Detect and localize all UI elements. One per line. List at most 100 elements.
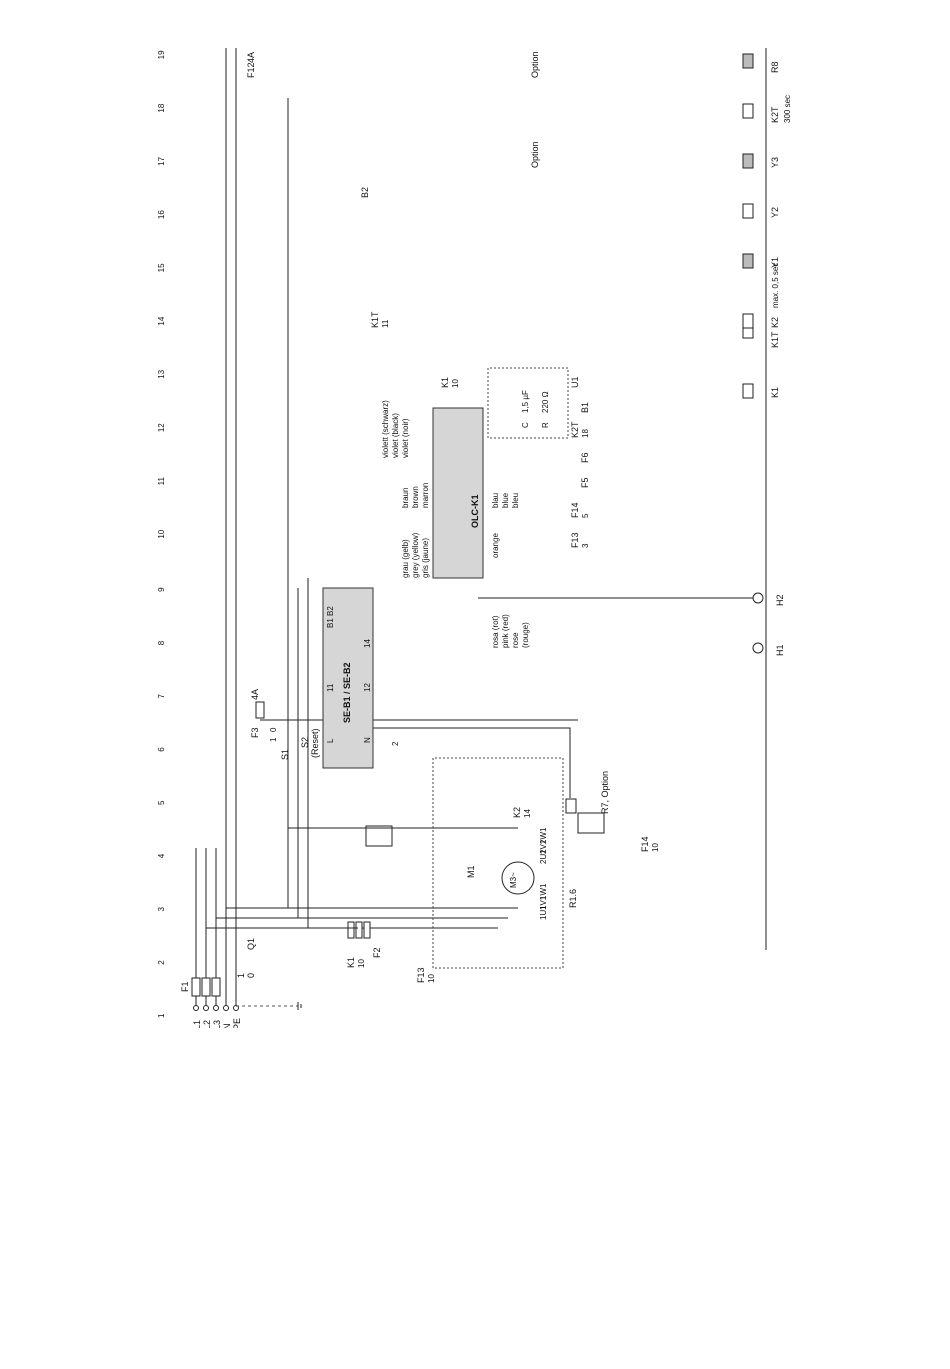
switch-q1-on: 1 — [236, 973, 246, 978]
olc-grey-2: gris (jaune) — [421, 538, 430, 578]
schematic-svg: 12345678910111213141516171819 L1 L2 L3 N… — [157, 48, 792, 1030]
sensor-b2-label: B2 — [360, 187, 370, 198]
rotated-schematic: 12345678910111213141516171819 L1 L2 L3 N… — [157, 48, 798, 1030]
olc-pink-3: (rouge) — [521, 622, 530, 648]
contactor-k1-power-sub: 10 — [357, 959, 366, 968]
heater-r8-label: R8 — [770, 61, 780, 73]
column-number: 17 — [158, 156, 166, 165]
motor-2w1: 2W1 — [539, 827, 548, 844]
contact-k1t-sub: 11 — [381, 319, 390, 328]
fuse-f1-label: F1 — [180, 981, 190, 992]
olc-grey-0: grau (gelb) — [401, 539, 410, 578]
column-number: 13 — [158, 369, 166, 378]
timer-k2t-coil-label: K2T — [770, 106, 780, 123]
olc-orange: orange — [491, 533, 500, 558]
notes — [780, 640, 820, 1000]
column-number: 11 — [158, 477, 166, 486]
fuse-f2-label: F2 — [372, 947, 382, 958]
column-numbers: 12345678910111213141516171819 — [157, 50, 166, 1018]
motor-m1: M3~ M1 1U1 1V1 1W1 2U1 2V1 2W1 R1.6 R7, … — [362, 668, 610, 969]
fuse-f12-rating: 4A — [246, 52, 256, 63]
olc-pink-2: rose — [511, 632, 520, 648]
switch-q1-off: 0 — [246, 973, 256, 978]
se-terminal-n: N — [363, 737, 372, 743]
olc-box-title: OLC-K1 — [470, 495, 480, 529]
se-box: SE-B1 / SE-B2 L N 11 12 14 B1 B2 S2 (Res… — [300, 587, 374, 769]
timer-300sec: 300 sec — [783, 95, 792, 123]
lamp-h1-label: H1 — [775, 644, 785, 656]
f14-ctrl-sub: 5 — [581, 513, 590, 518]
column-number: 10 — [158, 529, 166, 538]
timer-k2t-label: K2T — [570, 421, 580, 438]
right-circuits: K1 10 K1T 11 K2 Y1 Y2 Y3 B2 Option K2T 3… — [246, 51, 792, 388]
f13-ctrl-label: F13 — [570, 532, 580, 548]
contact-k1-col12-sub: 10 — [451, 379, 460, 388]
switch-q1-label: Q1 — [246, 938, 256, 950]
coil-k1-label: K1 — [770, 387, 780, 398]
switch-s1-off: 0 — [269, 727, 278, 732]
switch-s1-label: S1 — [280, 749, 290, 760]
olc-violet-1: violet (black) — [391, 413, 400, 458]
switch-s2-reset: (Reset) — [310, 728, 320, 758]
olc-rc1: 1,5 µF — [521, 390, 530, 413]
f14-ctrl-label: F14 — [570, 502, 580, 518]
column-number: 18 — [158, 103, 166, 112]
contact-k1t-label: K1T — [370, 311, 380, 328]
olc-pink-1: pink (red) — [501, 614, 510, 648]
olc-brown-0: braun — [401, 488, 410, 508]
motor-2v1: 2V1 — [539, 839, 548, 854]
power-section: F2 K1 10 F13 10 K2 14 F14 10 — [206, 578, 660, 983]
olc-pink-0: rosa (rot) — [491, 615, 500, 648]
column-number: 7 — [158, 693, 166, 698]
column-number: 5 — [158, 800, 166, 805]
olc-blue-2: bleu — [511, 493, 520, 508]
supply-label-l2: L2 — [202, 1020, 212, 1028]
column-number: 4 — [158, 853, 166, 858]
motor-m3-label: M3~ — [509, 872, 518, 888]
fuse-f14-power-label: F14 — [640, 836, 650, 852]
timer-k2t-sub: 18 — [581, 429, 590, 438]
timer-max-half-sec: max. 0,5 sec — [771, 263, 780, 308]
fuse-f14-power-sub: 10 — [651, 843, 660, 852]
column-number: 3 — [158, 906, 166, 911]
column-number: 8 — [158, 640, 166, 645]
fuse-f12-label: F12 — [246, 62, 256, 78]
se-terminal-12: 12 — [363, 683, 372, 692]
switch-s2-label: S2 — [300, 737, 310, 748]
option-label-17: Option — [530, 141, 540, 168]
column-number: 15 — [158, 263, 166, 272]
olc-violet-0: violett (schwarz) — [381, 400, 390, 458]
contact-k1-col12-label: K1 — [440, 377, 450, 388]
valve-y1-label: Y1 — [770, 257, 780, 268]
lamp-h2-label: H2 — [775, 594, 785, 606]
column-number: 9 — [158, 587, 166, 592]
valve-y2-label: Y2 — [770, 207, 780, 218]
motor-1v1: 1V1 — [539, 895, 548, 910]
option-label-19: Option — [530, 51, 540, 78]
se-terminal-14: 14 — [363, 639, 372, 648]
olc-u1-label: U1 — [570, 376, 580, 388]
fuse-f13-power-sub: 10 — [427, 974, 436, 983]
olc-c-label: C — [521, 422, 530, 428]
se-terminal-l: L — [326, 738, 335, 743]
column-number: 12 — [158, 423, 166, 432]
supply-label-l3: L3 — [212, 1020, 222, 1028]
contactor-k2-power-sub: 14 — [523, 809, 532, 818]
motor-m1-label: M1 — [466, 865, 476, 878]
column-number: 2 — [158, 960, 166, 965]
olc-box: OLC-K1 grau (gelb) grey (yellow) gris (j… — [381, 367, 580, 648]
olc-rc2: 220 Ω — [541, 391, 550, 413]
switch-s1-on: 1 — [269, 737, 278, 742]
motor-r16-label: R1.6 — [568, 889, 578, 908]
column-number: 14 — [158, 316, 166, 325]
valve-y3-label: Y3 — [770, 157, 780, 168]
supply-label-l1: L1 — [192, 1020, 202, 1028]
se-terminal-11: 11 — [326, 683, 335, 692]
contactor-k2-power-label: K2 — [512, 807, 522, 818]
column-number: 6 — [158, 747, 166, 752]
coil-k2-label: K2 — [770, 317, 780, 328]
device-f5-label: F5 — [580, 477, 590, 488]
supply-label-pe: PE — [232, 1018, 242, 1028]
s1-f3-group: F3 4A S1 1 0 — [250, 98, 578, 760]
